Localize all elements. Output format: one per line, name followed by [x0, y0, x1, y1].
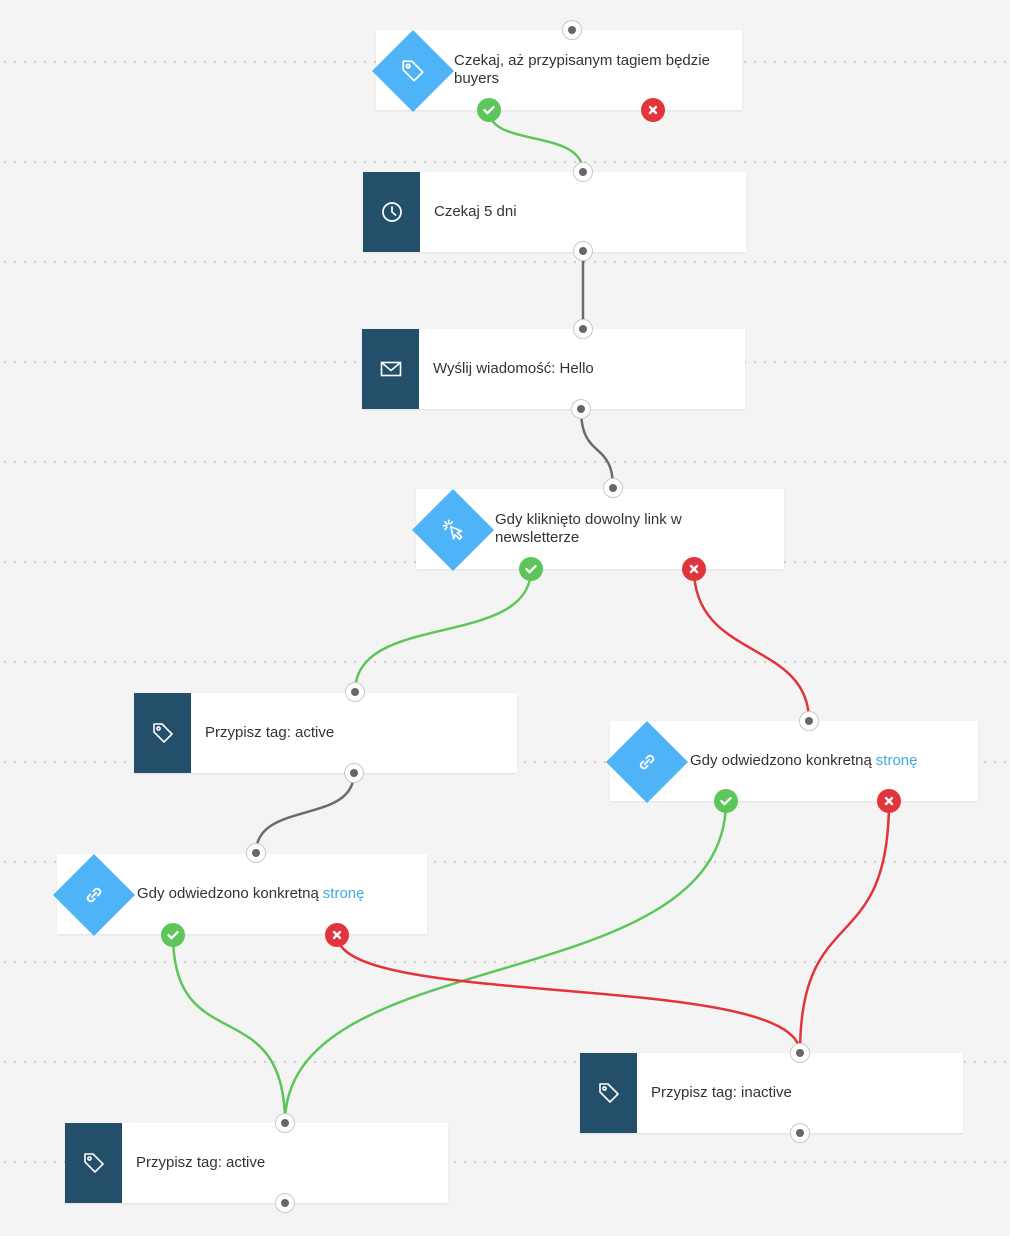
page-link[interactable]: stronę — [875, 752, 918, 769]
close-icon — [648, 105, 658, 115]
yes-port[interactable] — [477, 98, 501, 122]
yes-port[interactable] — [161, 923, 185, 947]
wire-yes — [353, 568, 533, 693]
wire-yes — [171, 934, 287, 1124]
yes-port[interactable] — [519, 557, 543, 581]
input-port[interactable] — [790, 1043, 810, 1063]
node-label: Przypisz tag: inactive — [651, 1084, 792, 1101]
page-link[interactable]: stronę — [322, 885, 365, 902]
node-tag-inactive[interactable]: Przypisz tag: inactive — [580, 1053, 963, 1133]
node-label: Czekaj 5 dni — [434, 203, 517, 220]
node-label: Przypisz tag: active — [205, 724, 335, 741]
output-port[interactable] — [573, 241, 593, 261]
clock-icon — [381, 202, 402, 222]
node-label: Czekaj, aż przypisanym tagiem będzie buy… — [454, 52, 710, 87]
node-label: Gdy kliknięto dowolny link w newsletterz… — [495, 511, 682, 546]
tag-icon — [402, 60, 424, 82]
action-tile — [363, 172, 420, 252]
label-text: Gdy odwiedzono konkretną — [690, 752, 872, 769]
node-wait-days[interactable]: Czekaj 5 dni — [363, 172, 746, 252]
wire-no — [692, 568, 811, 722]
input-port[interactable] — [275, 1113, 295, 1133]
no-port[interactable] — [877, 789, 901, 813]
input-port[interactable] — [603, 478, 623, 498]
label-text: Gdy odwiedzono konkretną — [137, 885, 319, 902]
input-port[interactable] — [573, 319, 593, 339]
envelope-icon — [380, 361, 401, 377]
node-label: Przypisz tag: active — [136, 1154, 266, 1171]
check-icon — [167, 931, 179, 940]
input-port[interactable] — [246, 843, 266, 863]
condition-tile — [371, 29, 455, 113]
tag-icon — [598, 1083, 619, 1103]
tag-icon — [152, 723, 173, 743]
action-tile — [362, 329, 419, 409]
input-port[interactable] — [345, 682, 365, 702]
output-port[interactable] — [275, 1193, 295, 1213]
node-send-message[interactable]: Wyślij wiadomość: Hello — [362, 329, 745, 409]
output-port[interactable] — [790, 1123, 810, 1143]
check-icon — [720, 797, 732, 806]
condition-tile — [411, 488, 495, 572]
close-icon — [689, 564, 699, 574]
close-icon — [332, 930, 342, 940]
no-port[interactable] — [682, 557, 706, 581]
action-tile — [134, 693, 191, 773]
no-port[interactable] — [325, 923, 349, 947]
check-icon — [525, 565, 537, 574]
action-tile — [580, 1053, 637, 1133]
input-port[interactable] — [562, 20, 582, 40]
wire-no — [798, 800, 891, 1054]
wire — [254, 772, 356, 854]
link-icon — [639, 754, 655, 770]
output-port[interactable] — [344, 763, 364, 783]
node-label: Wyślij wiadomość: Hello — [433, 360, 594, 377]
condition-tile — [52, 853, 136, 937]
no-port[interactable] — [641, 98, 665, 122]
node-tag-active-1[interactable]: Przypisz tag: active — [134, 693, 517, 773]
cursor-click-icon — [442, 519, 463, 541]
link-icon — [86, 887, 102, 903]
wire-no — [335, 934, 802, 1054]
wire-yes — [487, 109, 585, 173]
input-port[interactable] — [799, 711, 819, 731]
output-port[interactable] — [571, 399, 591, 419]
input-port[interactable] — [573, 162, 593, 182]
wire — [579, 408, 615, 489]
node-tag-active-2[interactable]: Przypisz tag: active — [65, 1123, 448, 1203]
check-icon — [483, 106, 495, 115]
tag-icon — [83, 1153, 104, 1173]
yes-port[interactable] — [714, 789, 738, 813]
close-icon — [884, 796, 894, 806]
node-wait-tag[interactable]: Czekaj, aż przypisanym tagiem będzie buy… — [371, 29, 742, 113]
node-link-clicked[interactable]: Gdy kliknięto dowolny link w newsletterz… — [411, 488, 784, 572]
condition-tile — [605, 720, 689, 804]
action-tile — [65, 1123, 122, 1203]
